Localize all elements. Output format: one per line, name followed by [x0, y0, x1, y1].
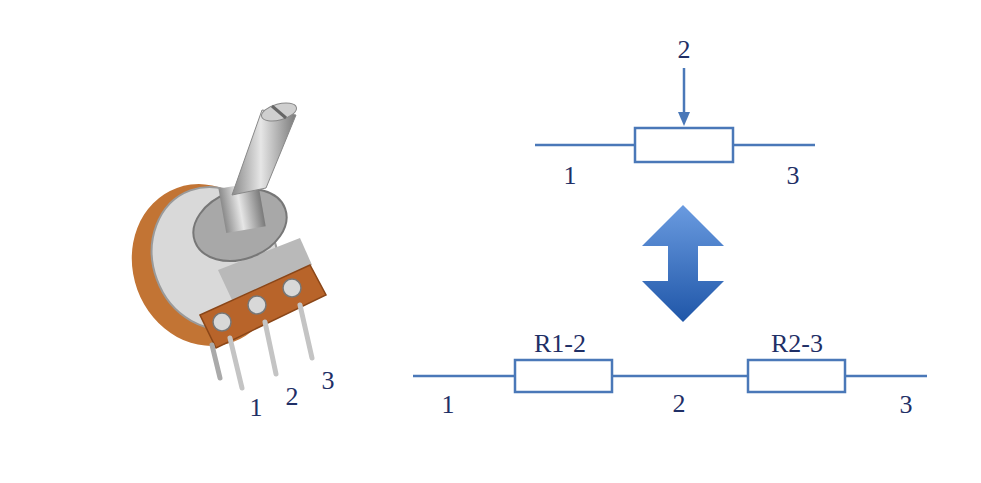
resistor-name: R1-2	[534, 331, 586, 357]
pot-pin	[212, 345, 220, 378]
pot-rivet	[283, 279, 301, 297]
pin-number: 2	[673, 391, 686, 417]
pin-number: 3	[787, 163, 800, 189]
pot-rivet	[213, 313, 231, 331]
wiper-arrowhead	[678, 112, 690, 126]
resistor-symbol	[515, 360, 612, 392]
wire	[413, 375, 515, 378]
pin-number: 2	[286, 384, 299, 410]
equivalent-circuit	[413, 360, 927, 392]
pot-shaft-slot	[272, 106, 286, 118]
resistor-name: R2-3	[771, 331, 823, 357]
wire	[733, 144, 815, 147]
wire	[845, 375, 927, 378]
potentiometer-photo	[109, 100, 326, 388]
pin-number: 1	[250, 395, 263, 421]
pot-pin	[230, 338, 242, 388]
equivalence-arrow	[642, 205, 724, 322]
pin-number: 3	[900, 392, 913, 418]
resistor-symbol	[635, 128, 733, 162]
pin-number: 1	[442, 392, 455, 418]
pin-number: 3	[322, 368, 335, 394]
resistor-symbol	[748, 360, 845, 392]
pot-pin	[265, 322, 276, 374]
wire	[535, 144, 635, 147]
pot-shaft	[232, 110, 296, 195]
potentiometer-symbol	[535, 68, 815, 162]
wire	[612, 375, 748, 378]
wiper-arrow	[683, 68, 686, 116]
pot-shaft-end	[260, 100, 299, 125]
pot-pins	[212, 305, 312, 388]
pot-rivet	[248, 296, 266, 314]
pin-number: 2	[678, 37, 691, 63]
pin-number: 1	[564, 163, 577, 189]
pot-rivets	[213, 279, 301, 331]
pot-pin	[300, 305, 312, 358]
